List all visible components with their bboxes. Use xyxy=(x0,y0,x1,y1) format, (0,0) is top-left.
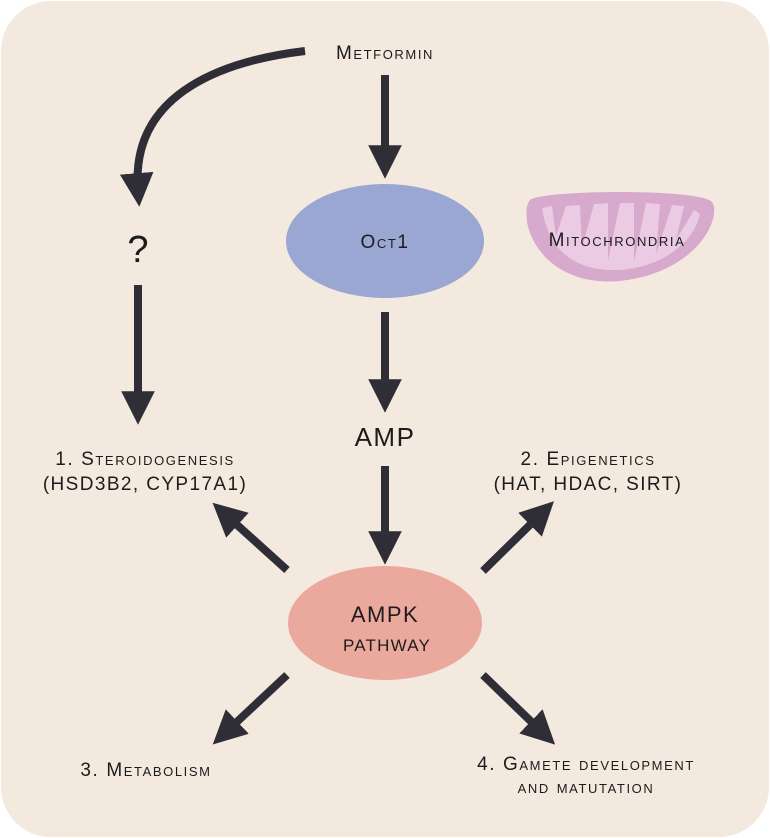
oct1-node xyxy=(286,184,484,298)
mitochondria-label: Mitochrondria xyxy=(549,230,686,251)
metformin-label: Metformin xyxy=(336,43,434,64)
arrow-metformin-to-unknown xyxy=(119,47,306,207)
amp-label: AMP xyxy=(355,422,416,452)
arrow-ampk-to-metabolism xyxy=(212,672,290,745)
steroidogenesis-genes-label: (HSD3B2, CYP17A1) xyxy=(43,474,247,495)
epigenetics-enzymes-label: (HAT, HDAC, SIRT) xyxy=(494,474,683,495)
ampk-pathway-node xyxy=(288,566,482,680)
arrow-ampk-to-gamete xyxy=(480,672,556,745)
unknown-mechanism-label: ? xyxy=(127,229,148,271)
arrow-ampk-to-epigenetics xyxy=(480,501,554,574)
ampk-label: AMPK xyxy=(351,602,419,627)
epigenetics-label: 2. Epigenetics xyxy=(521,449,656,470)
ampk-pathway-label: pathway xyxy=(343,636,431,655)
oct1-label: Oct1 xyxy=(360,232,409,253)
metabolism-label: 3. Metabolism xyxy=(80,760,211,781)
gamete-development-label: 4. Gamete development xyxy=(477,754,695,775)
mitochondria-icon xyxy=(526,192,715,282)
gamete-maturation-label: and matutation xyxy=(518,777,655,798)
arrow-ampk-to-steroidogenesis xyxy=(212,502,290,573)
steroidogenesis-label: 1. Steroidogenesis xyxy=(55,449,235,470)
